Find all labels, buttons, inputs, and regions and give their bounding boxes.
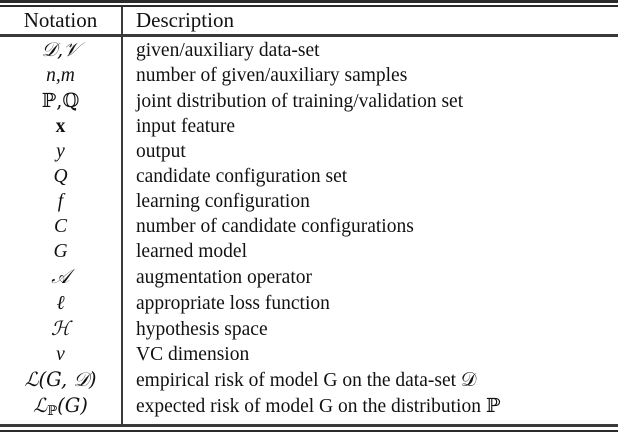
column-header-description: Description: [136, 8, 234, 32]
table-row: y output: [0, 139, 618, 164]
notation-description-text: output: [136, 141, 186, 162]
notation-description-text: augmentation operator: [136, 267, 312, 288]
notation-symbol: y: [0, 139, 123, 164]
notation-description-text: empirical risk of model G on the data-se…: [136, 370, 477, 391]
notation-symbol-text: x: [55, 116, 66, 137]
notation-symbol-text: 𝒟,𝒱: [41, 38, 80, 61]
notation-symbol: C: [0, 214, 123, 239]
notation-symbol-text: ℋ: [50, 317, 71, 340]
notation-description: number of given/auxiliary samples: [122, 63, 618, 88]
notation-description: empirical risk of model G on the data-se…: [122, 367, 618, 393]
notation-description: given/auxiliary data-set: [122, 37, 618, 63]
table-row: 𝒜 augmentation operator: [0, 264, 618, 290]
notation-symbol: 𝒜: [0, 264, 123, 290]
table-row: n,m number of given/auxiliary samples: [0, 63, 618, 88]
notation-description-text: joint distribution of training/validatio…: [136, 91, 464, 112]
table-row: v VC dimension: [0, 342, 618, 367]
table-header-separator-rule: [0, 34, 618, 37]
table-row: ℒ(G, 𝒟) empirical risk of model G on the…: [0, 367, 618, 393]
notation-description-text: learning configuration: [136, 191, 310, 212]
notation-description: VC dimension: [122, 342, 618, 367]
notation-symbol-text: y: [56, 141, 65, 162]
notation-symbol: ℒ(G, 𝒟): [0, 367, 123, 393]
notation-symbol-text: ℒ(G, 𝒟): [24, 368, 97, 391]
table-top-rule-inner: [0, 5, 618, 7]
table-row: 𝒟,𝒱 given/auxiliary data-set: [0, 37, 618, 63]
notation-description-text: appropriate loss function: [136, 293, 330, 314]
notation-symbol: v: [0, 342, 123, 367]
notation-symbol: ℙ,ℚ: [0, 88, 123, 114]
table-row: f learning configuration: [0, 189, 618, 214]
table-top-rule-outer: [0, 0, 618, 3]
notation-description: appropriate loss function: [122, 290, 618, 316]
notation-description-text: given/auxiliary data-set: [136, 40, 320, 61]
notation-description-text: learned model: [136, 241, 247, 262]
table-row: ℒℙ(G) expected risk of model G on the di…: [0, 393, 618, 425]
notation-description-text: hypothesis space: [136, 319, 268, 340]
notation-symbol-text: ℙ,ℚ: [41, 89, 80, 112]
notation-description: number of candidate configurations: [122, 214, 618, 239]
notation-description-text: VC dimension: [136, 344, 250, 365]
table-row: x input feature: [0, 114, 618, 139]
notation-symbol: x: [0, 114, 123, 139]
notation-symbol: Q: [0, 164, 123, 189]
table-row: ℙ,ℚ joint distribution of training/valid…: [0, 88, 618, 114]
notation-description: joint distribution of training/validatio…: [122, 88, 618, 114]
notation-symbol: 𝒟,𝒱: [0, 37, 123, 63]
notation-description-text: input feature: [136, 116, 236, 137]
notation-description: candidate configuration set: [122, 164, 618, 189]
notation-description: hypothesis space: [122, 316, 618, 342]
notation-symbol-text-sub: ℒℙ(G): [33, 394, 88, 420]
table-bottom-rule-outer: [0, 424, 618, 428]
notation-description-text: number of candidate configurations: [136, 216, 414, 237]
notation-symbol: G: [0, 239, 123, 264]
notation-symbol-text: C: [53, 216, 67, 237]
notation-description: output: [122, 139, 618, 164]
notation-description: augmentation operator: [122, 264, 618, 290]
table-row: Q candidate configuration set: [0, 164, 618, 189]
notation-description-text: expected risk of model G on the distribu…: [136, 396, 501, 417]
notation-symbol: ℒℙ(G): [0, 393, 123, 425]
notation-description: learned model: [122, 239, 618, 264]
notation-symbol-text: f: [57, 191, 64, 212]
notation-symbol: f: [0, 189, 123, 214]
notation-symbol-text: 𝒜: [51, 265, 70, 288]
notation-description: expected risk of model G on the distribu…: [122, 393, 618, 424]
notation-symbol: ℋ: [0, 316, 123, 342]
notation-symbol-text: v: [56, 344, 65, 365]
notation-description-text: number of given/auxiliary samples: [136, 65, 408, 86]
table-row: ℋ hypothesis space: [0, 316, 618, 342]
table-body: 𝒟,𝒱 given/auxiliary data-set n,m number …: [0, 37, 618, 425]
notation-symbol-text: G: [53, 241, 68, 262]
notation-symbol: ℓ: [0, 290, 123, 316]
notation-symbol-text: Q: [53, 166, 68, 187]
notation-table: Notation Description: [0, 7, 618, 34]
table-row: G learned model: [0, 239, 618, 264]
notation-symbol: n,m: [0, 63, 123, 88]
table-row: ℓ appropriate loss function: [0, 290, 618, 316]
table-row: C number of candidate configurations: [0, 214, 618, 239]
notation-table-body: 𝒟,𝒱 given/auxiliary data-set n,m number …: [0, 37, 618, 425]
table-header-row: Notation Description: [0, 7, 618, 34]
column-header-notation: Notation: [0, 7, 123, 34]
notation-symbol-text: n,m: [46, 65, 75, 86]
notation-description-text: candidate configuration set: [136, 166, 348, 187]
notation-description: input feature: [122, 114, 618, 139]
notation-description: learning configuration: [122, 189, 618, 214]
notation-symbol-text: ℓ: [56, 291, 65, 314]
